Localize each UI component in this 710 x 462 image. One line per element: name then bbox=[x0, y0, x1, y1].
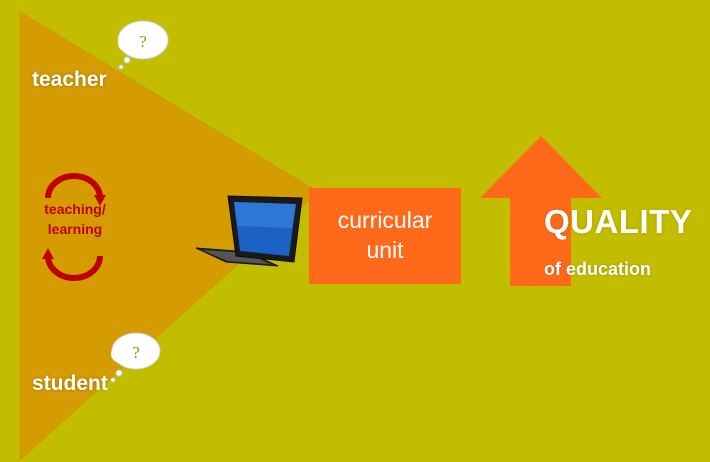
quality-subtitle: of education bbox=[544, 259, 651, 279]
teaching-learning-label: teaching/ learning bbox=[28, 200, 122, 239]
curricular-unit-line1: curricular bbox=[337, 207, 433, 234]
laptop-icon bbox=[195, 195, 303, 267]
cycle-arrows-icon bbox=[42, 173, 106, 281]
student-thought-bubble-icon: ? bbox=[110, 332, 161, 383]
up-arrow-shape bbox=[480, 136, 602, 286]
curricular-unit-line2: unit bbox=[366, 237, 404, 263]
student-label: student bbox=[32, 372, 108, 395]
teacher-label: teacher bbox=[32, 68, 107, 91]
funnel-triangle bbox=[19, 11, 319, 462]
cycle-label-line1: teaching/ bbox=[44, 201, 106, 217]
teacher-thought-bubble-icon: ? bbox=[117, 20, 169, 70]
cycle-label-line2: learning bbox=[47, 220, 103, 237]
teacher-bubble-text: ? bbox=[139, 32, 147, 51]
student-bubble-text: ? bbox=[132, 343, 140, 362]
curricular-unit-box: curricular unit bbox=[309, 188, 461, 284]
quality-title: QUALITY bbox=[544, 203, 693, 240]
